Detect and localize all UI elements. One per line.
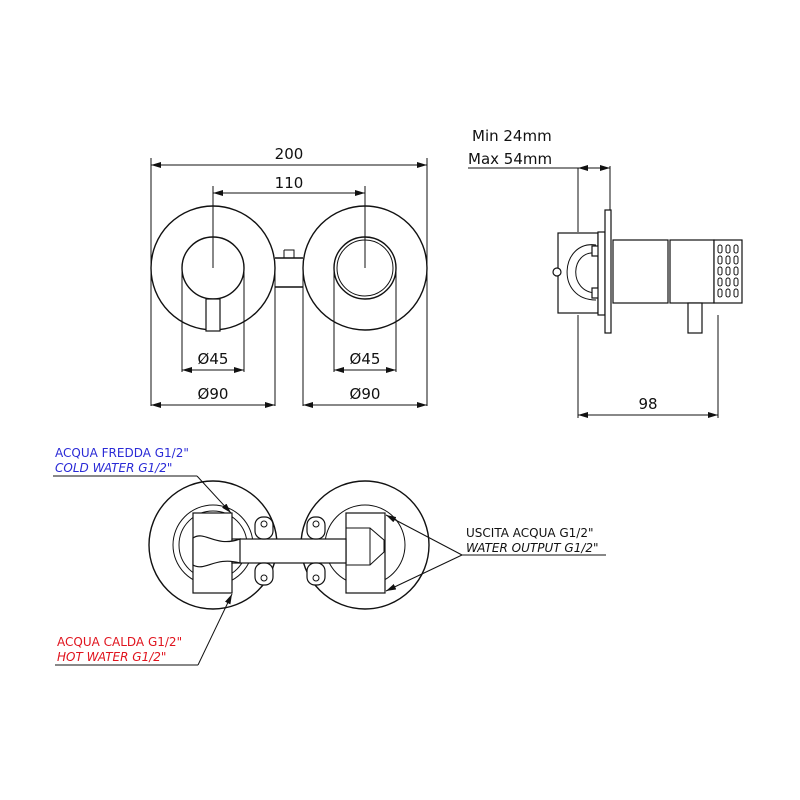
hot-water-label-en: HOT WATER G1/2" (57, 650, 166, 664)
grip-hole (725, 244, 731, 254)
cold-water-label-it: ACQUA FREDDA G1/2" (55, 446, 189, 460)
grip-hole (717, 244, 723, 254)
hot-water-label-it: ACQUA CALDA G1/2" (57, 635, 182, 649)
handle-body (669, 239, 715, 304)
wall-max-label: Max 54mm (468, 150, 552, 168)
dim-depth: 98 (638, 395, 657, 413)
grip-hole (725, 277, 731, 287)
grip-hole (717, 266, 723, 276)
grip-hole (733, 266, 739, 276)
side-view: Min 24mm Max 54mm 98 (468, 127, 743, 418)
grip-hole (725, 266, 731, 276)
grip-hole (725, 255, 731, 265)
water-output-label-en: WATER OUTPUT G1/2" (466, 541, 599, 555)
side-lever (687, 302, 703, 334)
dim-inner-diameter-right: Ø45 (350, 350, 381, 368)
lever (205, 298, 221, 332)
connecting-pipe (231, 538, 347, 564)
dim-inner-diameter-left: Ø45 (198, 350, 229, 368)
front-view: 200 110 Ø45 Ø45 Ø90 Ø90 (150, 145, 428, 408)
wall-min-label: Min 24mm (472, 127, 552, 145)
grip-hole (717, 288, 723, 298)
dim-center-distance: 110 (275, 174, 304, 192)
cold-water-label-en: COLD WATER G1/2" (55, 461, 172, 475)
water-output-label-it: USCITA ACQUA G1/2" (466, 526, 594, 540)
flange (597, 231, 606, 316)
connector-bar (275, 257, 303, 288)
grip-hole (717, 255, 723, 265)
grip-hole (733, 244, 739, 254)
grip-hole (717, 277, 723, 287)
dim-outer-diameter-right: Ø90 (350, 385, 381, 403)
dim-overall-width: 200 (275, 145, 304, 163)
grip-hole (725, 288, 731, 298)
grip-hole (733, 277, 739, 287)
mounting-lugs (254, 516, 326, 586)
knurled-grip (713, 239, 743, 304)
outlet-body (345, 512, 386, 594)
grip-hole (733, 288, 739, 298)
rear-view: ACQUA FREDDA G1/2" COLD WATER G1/2" ACQU… (53, 446, 606, 666)
cartridge-sleeve (612, 239, 669, 304)
dim-outer-diameter-left: Ø90 (198, 385, 229, 403)
wall-plate (604, 209, 612, 334)
grip-hole (733, 255, 739, 265)
